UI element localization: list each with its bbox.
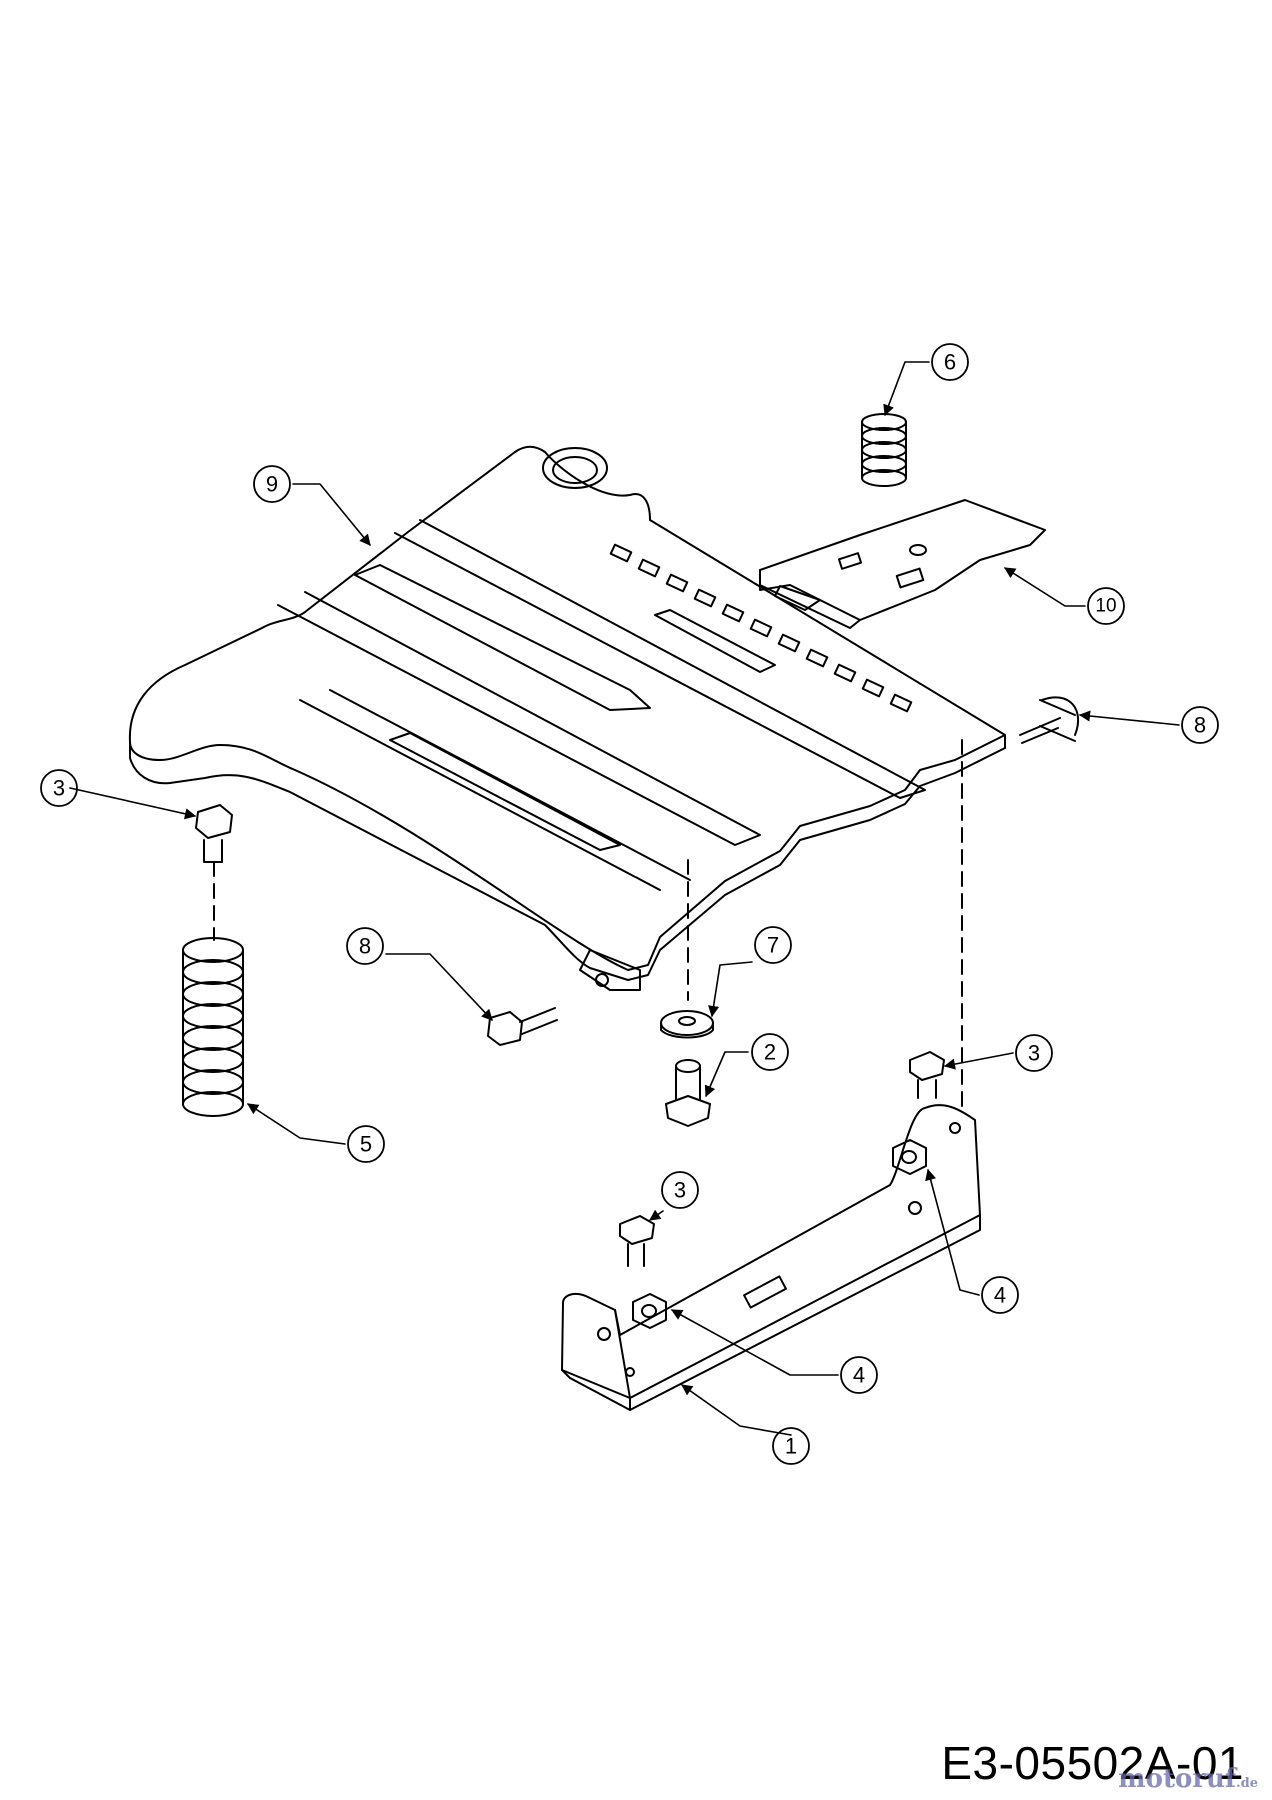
base-bracket [561,1104,981,1411]
bolt-right-lower [909,1051,945,1099]
nut-right [892,1139,927,1175]
callout-8-left: 8 [359,934,371,959]
callout-8-right: 8 [1194,713,1206,738]
watermark-tld: .de [1236,1776,1258,1791]
latch-bracket [759,499,1046,629]
callout-1: 1 [785,1434,797,1459]
callout-5: 5 [360,1132,372,1157]
callout-4-right: 4 [994,1283,1006,1308]
callout-7: 7 [767,933,779,958]
bolt-left [195,804,233,863]
bolt-center-left [487,1007,558,1046]
callout-3-left: 3 [53,776,65,801]
callout-2: 2 [764,1040,776,1065]
callout-3-right: 3 [1028,1041,1040,1066]
diagram-code: E3-05502A-01 [941,1737,1244,1789]
nut-left [632,1293,667,1329]
callout-6: 6 [944,350,956,375]
large-spring [182,937,244,1117]
callout-10: 10 [1095,596,1116,617]
callout-3-center: 3 [674,1178,686,1203]
watermark-logo: motoruf.de [1118,1764,1258,1794]
small-spring [861,413,907,487]
bolt-right [1019,696,1080,744]
seat-plate [128,445,1006,991]
washer [660,1010,714,1039]
callout-9: 9 [266,472,278,497]
bolt-center [619,1215,655,1267]
callout-4-left: 4 [853,1363,865,1388]
pin [665,1059,711,1127]
watermark-name: motoruf [1118,1764,1237,1794]
